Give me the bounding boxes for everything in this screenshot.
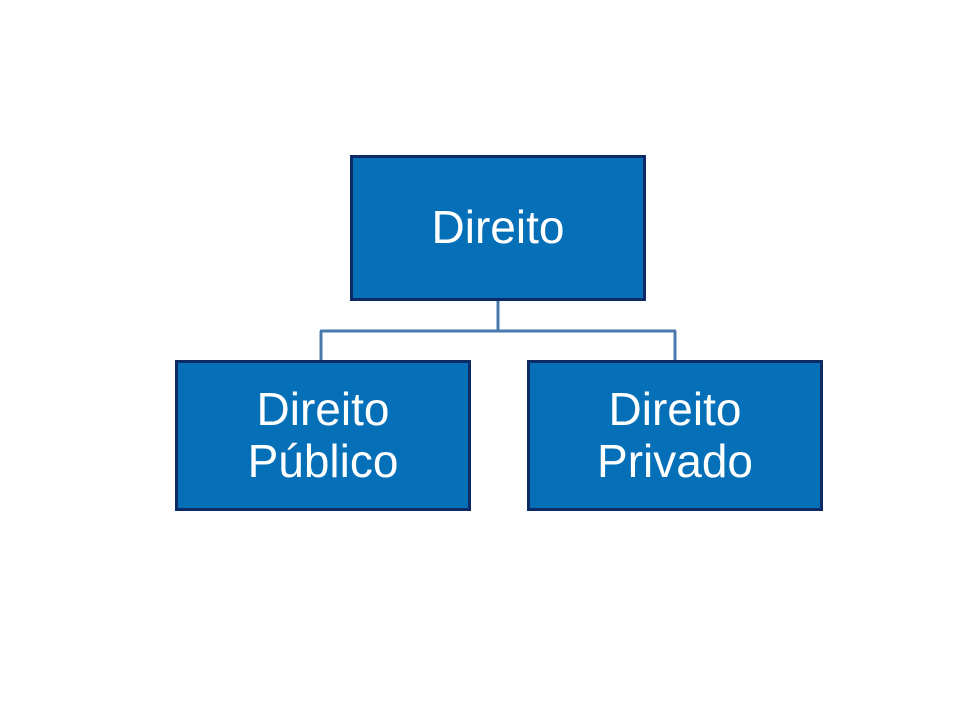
- node-direito-privado-label: Direito Privado: [597, 382, 753, 487]
- node-direito-publico-label: Direito Público: [247, 382, 399, 487]
- node-direito-privado[interactable]: Direito Privado: [527, 360, 823, 511]
- node-direito-publico[interactable]: Direito Público: [175, 360, 471, 511]
- node-root[interactable]: Direito: [350, 155, 646, 301]
- node-root-label: Direito: [431, 201, 565, 254]
